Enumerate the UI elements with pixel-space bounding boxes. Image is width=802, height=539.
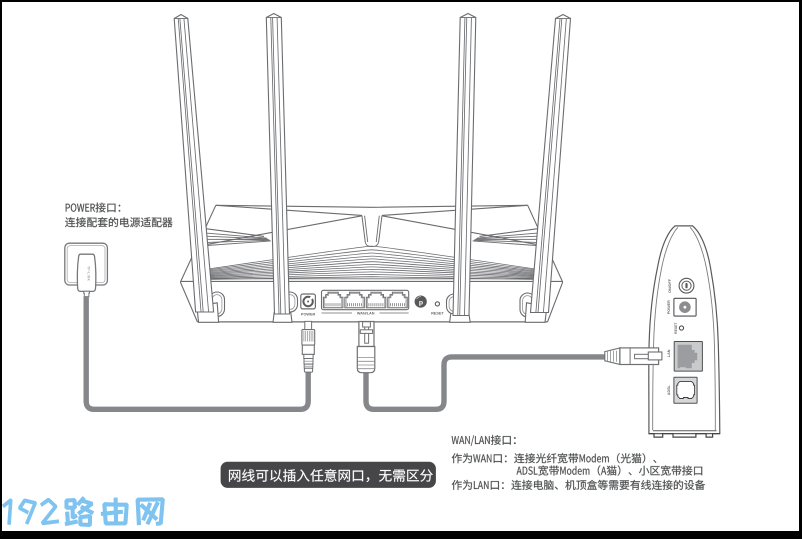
svg-text:WAN/LAN: WAN/LAN: [357, 311, 375, 315]
svg-text:ON/OFF: ON/OFF: [668, 278, 672, 293]
svg-text:ADSL: ADSL: [667, 384, 671, 395]
svg-text:RESET: RESET: [431, 312, 444, 316]
svg-text:LAN: LAN: [667, 349, 671, 357]
svg-text:p: p: [419, 300, 423, 307]
svg-text:RESET: RESET: [674, 322, 678, 334]
svg-text:POWER: POWER: [301, 313, 316, 317]
svg-text:TP-LINK: TP-LINK: [86, 266, 90, 282]
svg-text:POWER: POWER: [667, 300, 671, 314]
